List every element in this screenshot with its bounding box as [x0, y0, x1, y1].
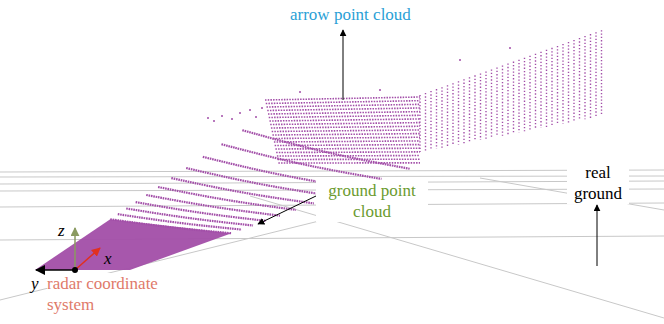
arrow-scan-column [568, 42, 569, 123]
arrow-scan-column [496, 68, 497, 137]
arrow-scan-row [278, 158, 420, 160]
arrow-scan-column [551, 48, 552, 126]
arrow-scan-column [491, 69, 492, 137]
arrow-scan-row [272, 134, 420, 135]
arrow-scan-column [447, 85, 448, 146]
arrow-scan-column [513, 62, 514, 134]
arrow-scan-row [275, 147, 420, 149]
stray-point [261, 107, 263, 109]
axis-label: x [104, 248, 118, 269]
axis-label: z [58, 220, 72, 241]
arrow-scan-column [529, 56, 530, 131]
arrow-scan-row [272, 130, 420, 132]
arrow-scan-column [518, 60, 519, 133]
arrow-scan-column [419, 95, 420, 152]
stray-point [231, 118, 233, 120]
arrow-scan-column [502, 66, 503, 136]
arrow-scan-column [579, 38, 580, 120]
arrow-scan-row [275, 144, 420, 147]
leader-arrow [343, 30, 344, 100]
arrow-scan-row [269, 119, 420, 121]
ground-scan-row [186, 168, 334, 196]
arrow-scan-row [267, 108, 420, 111]
arrow-scan-row [274, 141, 420, 142]
axis-label: y [31, 273, 45, 294]
stray-point [207, 117, 209, 119]
arrow-scan-row [277, 155, 420, 157]
arrow-scan-column [436, 89, 437, 149]
arrow-scan-row [271, 126, 420, 128]
callout-label: ground point cloud [316, 180, 428, 222]
arrow-scan-row [270, 123, 420, 125]
y-axis [36, 269, 75, 271]
leader-arrow [597, 205, 598, 266]
arrow-scan-column [595, 32, 596, 117]
x-axis [75, 248, 100, 270]
arrow-scan-row [273, 137, 420, 138]
arrow-scan-column [590, 34, 591, 118]
stray-point [509, 47, 511, 49]
arrow-scan-column [507, 64, 508, 135]
arrow-scan-row [269, 115, 420, 117]
arrow-scan-row [278, 162, 420, 164]
dense-ground-points [35, 219, 232, 270]
arrow-scan-row [268, 112, 420, 114]
arrow-scan-column [452, 83, 453, 145]
arrow-scan-row [266, 101, 420, 104]
ground-scan-row [221, 144, 381, 179]
stray-point [249, 109, 251, 111]
arrow-point-cloud [207, 30, 602, 163]
ground-grid-line [250, 196, 664, 318]
arrow-scan-column [546, 50, 547, 127]
real-ground-grid [0, 170, 664, 318]
callout-label: arrow point cloud [290, 4, 430, 25]
arrow-scan-column [601, 30, 602, 116]
stray-point [221, 115, 223, 117]
stray-point [299, 91, 301, 93]
callout-label: radar coordinate system [47, 273, 197, 315]
arrow-scan-column [562, 44, 563, 124]
stray-point [459, 59, 461, 61]
arrow-scan-row [266, 104, 420, 107]
arrow-scan-column [430, 91, 431, 150]
leader-lines [258, 30, 597, 266]
arrow-scan-column [480, 73, 481, 140]
ground-grid-line [0, 176, 664, 177]
arrow-scan-column [485, 71, 486, 139]
arrow-scan-column [425, 93, 426, 151]
radar-axes [36, 228, 100, 273]
stray-point [239, 112, 241, 114]
arrow-scan-column [469, 77, 470, 142]
arrow-scan-column [535, 54, 536, 129]
z-axis [74, 228, 76, 270]
stray-point [213, 120, 215, 122]
arrow-scan-column [573, 40, 574, 122]
arrow-scan-column [540, 52, 541, 128]
arrow-scan-row [276, 151, 420, 153]
callout-label: real ground [567, 162, 629, 204]
arrow-scan-column [458, 81, 459, 144]
stray-point [255, 116, 257, 118]
arrow-scan-column [474, 75, 475, 141]
arrow-scan-column [441, 87, 442, 148]
arrow-scan-column [463, 79, 464, 143]
stray-point [379, 89, 381, 91]
leader-arrow [258, 196, 316, 224]
arrow-scan-column [584, 36, 585, 119]
arrow-scan-column [524, 58, 525, 132]
arrow-scan-column [557, 46, 558, 125]
